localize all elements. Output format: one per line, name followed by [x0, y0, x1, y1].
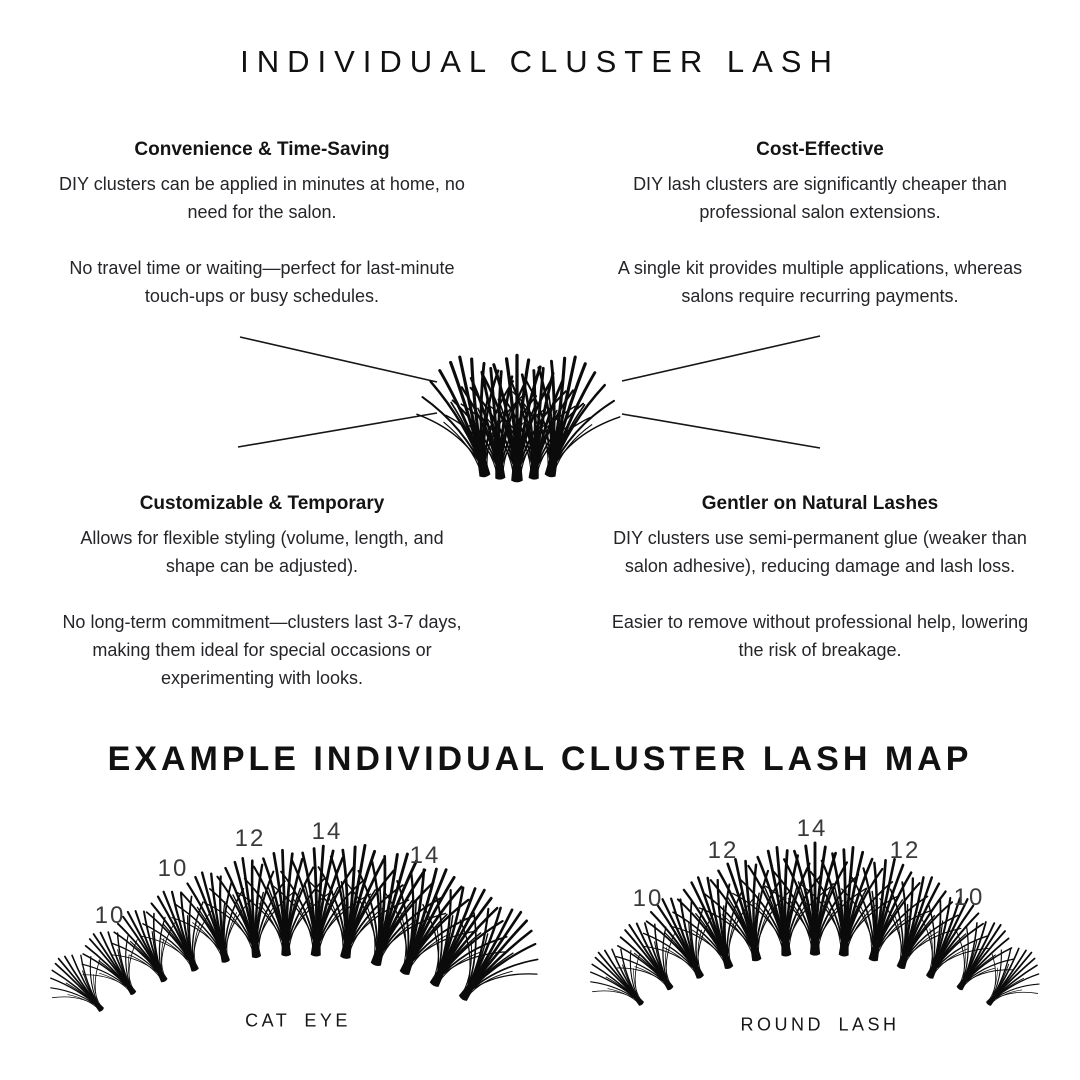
benefit-paragraph: No long-term commitment—clusters last 3-… — [62, 612, 462, 688]
page-title: INDIVIDUAL CLUSTER LASH — [240, 44, 840, 79]
cat-eye-lash-map-graphic — [34, 835, 562, 1031]
lash-length-label: 10 — [953, 884, 985, 911]
benefit-heading: Gentler on Natural Lashes — [701, 493, 939, 514]
benefit-block-cost-effective: Cost-Effective DIY lash clusters are sig… — [610, 136, 1030, 310]
benefit-paragraph: No travel time or waiting—perfect for la… — [69, 258, 455, 306]
benefit-block-gentler: Gentler on Natural Lashes DIY clusters u… — [608, 490, 1032, 664]
lash-length-label: 12 — [889, 837, 921, 864]
connector-line — [239, 336, 438, 383]
lash-length-label: 12 — [234, 825, 266, 852]
lash-length-label: 14 — [796, 815, 828, 842]
connector-lines — [237, 335, 821, 449]
round-lash-map-graphic — [574, 841, 1057, 1026]
benefit-paragraph: Easier to remove without professional he… — [611, 612, 1029, 660]
lash-length-label: 14 — [311, 818, 343, 845]
round-lash-map-label: ROUND LASH — [740, 1014, 900, 1035]
benefit-paragraph: DIY lash clusters are significantly chea… — [633, 174, 1007, 222]
benefit-heading: Cost-Effective — [756, 139, 884, 160]
lash-length-label: 12 — [707, 837, 739, 864]
connector-line — [237, 412, 438, 448]
benefit-paragraph: Allows for flexible styling (volume, len… — [80, 528, 444, 576]
benefit-paragraph: DIY clusters can be applied in minutes a… — [59, 174, 465, 222]
cat-eye-map-label: CAT EYE — [245, 1010, 351, 1031]
benefit-heading: Customizable & Temporary — [139, 493, 385, 514]
benefit-paragraph: DIY clusters use semi-permanent glue (we… — [613, 528, 1027, 576]
connector-line — [621, 335, 821, 382]
connector-line — [621, 413, 821, 449]
benefit-block-convenience: Convenience & Time-Saving DIY clusters c… — [58, 136, 466, 310]
lash-cluster-illustration — [405, 343, 632, 491]
lash-length-label: 14 — [409, 842, 441, 869]
map-section-title: EXAMPLE INDIVIDUAL CLUSTER LASH MAP — [107, 740, 973, 778]
lash-length-label: 10 — [632, 885, 664, 912]
benefit-heading: Convenience & Time-Saving — [134, 139, 390, 160]
lash-length-label: 10 — [94, 902, 126, 929]
benefit-block-customizable: Customizable & Temporary Allows for flex… — [58, 490, 466, 692]
lash-length-label: 10 — [157, 855, 189, 882]
benefit-paragraph: A single kit provides multiple applicati… — [617, 258, 1023, 306]
